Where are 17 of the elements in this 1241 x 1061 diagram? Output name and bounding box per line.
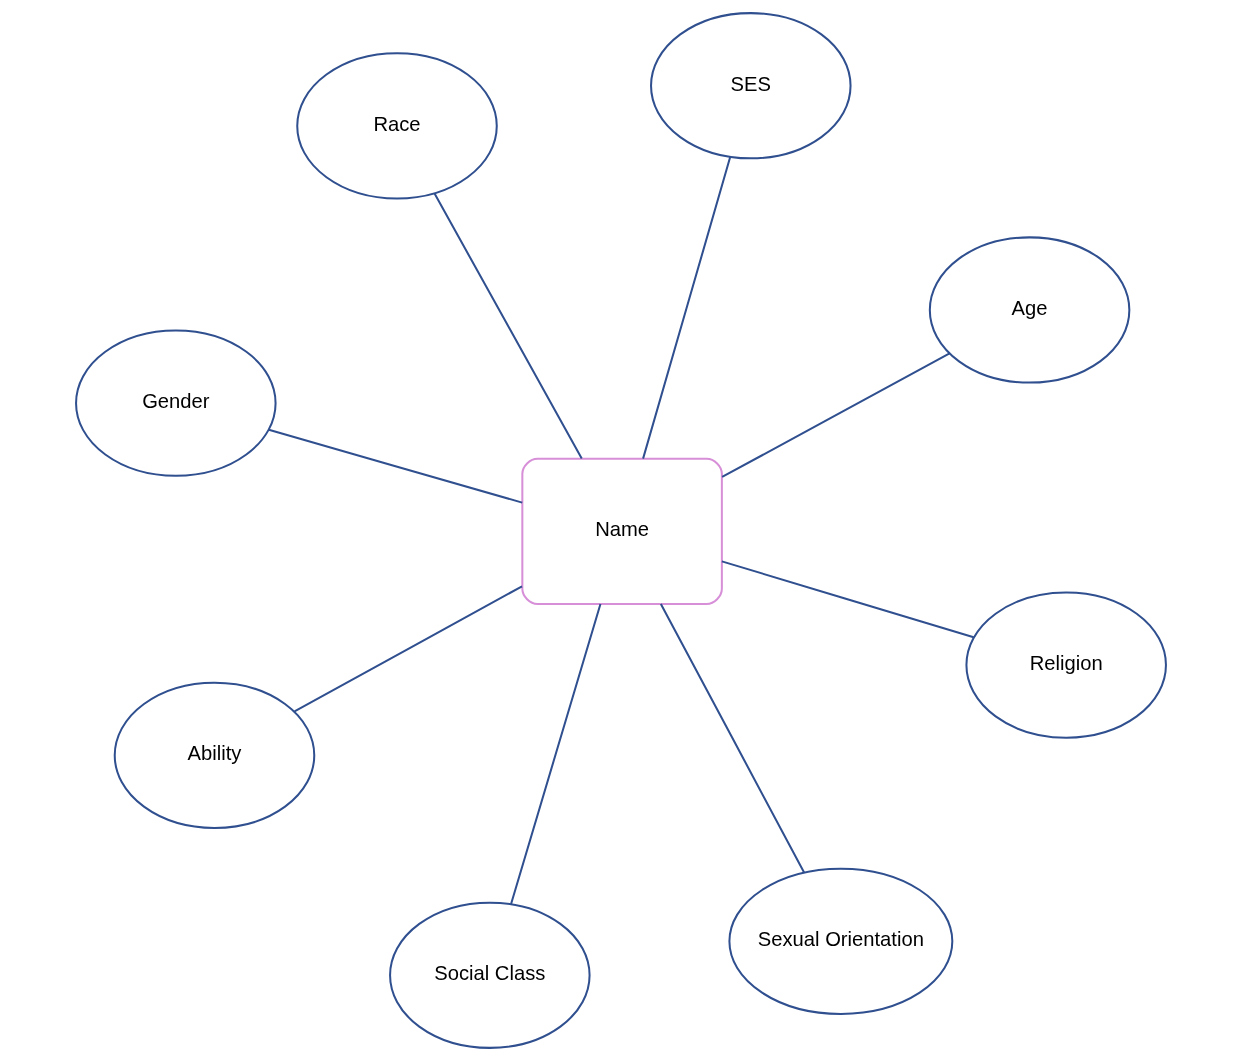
- connector: [509, 603, 601, 905]
- connector: [433, 192, 583, 460]
- node-box: Name: [520, 457, 723, 605]
- node-ellipse: Religion: [964, 591, 1167, 739]
- node-ellipse: Ability: [113, 681, 315, 829]
- connector: [721, 560, 974, 639]
- node-ellipse: SES: [649, 12, 852, 160]
- connector: [293, 585, 522, 713]
- connector: [721, 352, 950, 478]
- node-ellipse: Sexual Orientation: [727, 867, 953, 1015]
- node-ellipse: Race: [295, 52, 498, 200]
- node-ellipse: Gender: [74, 329, 277, 477]
- node-ellipse: Social Class: [388, 901, 591, 1049]
- connector: [659, 603, 805, 874]
- node-ellipse: Age: [928, 236, 1130, 384]
- connector: [641, 156, 731, 459]
- connector: [268, 428, 522, 504]
